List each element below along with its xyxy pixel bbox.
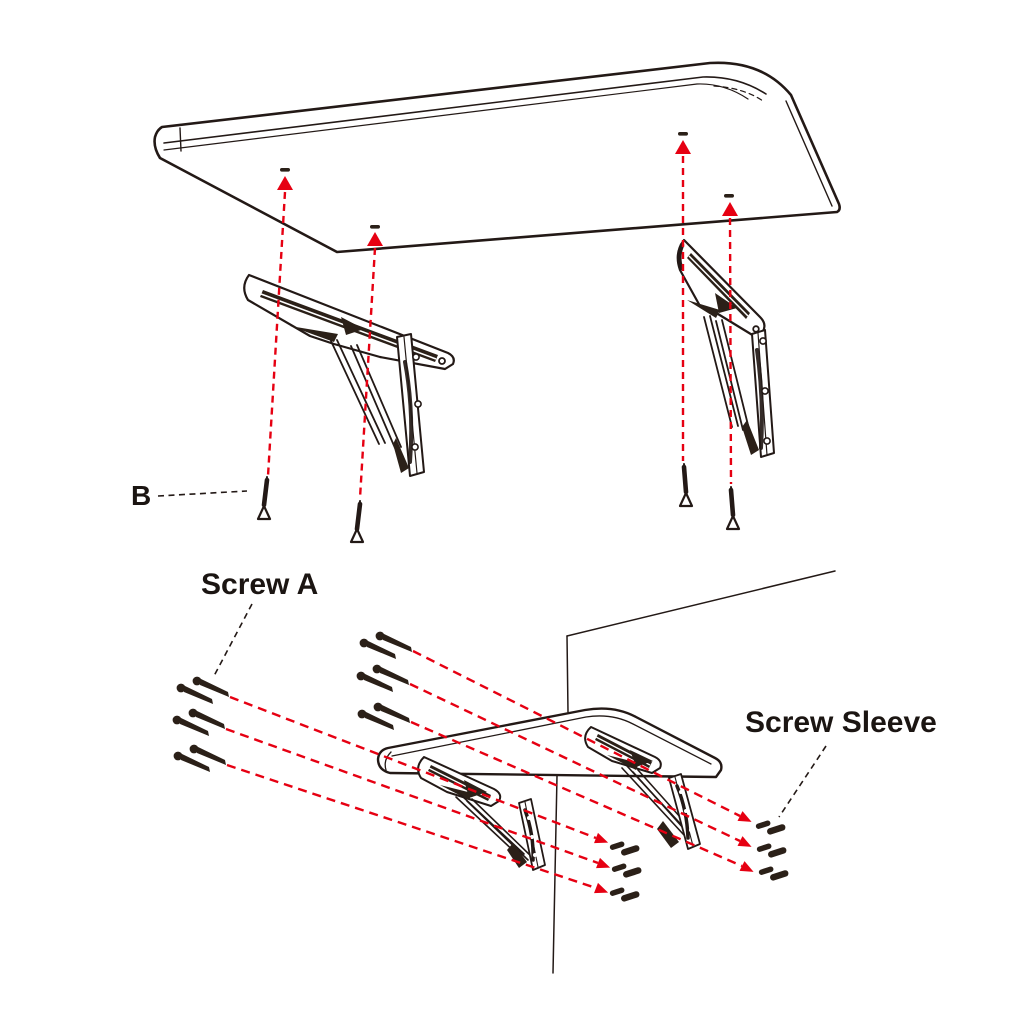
red-arrow-icon: [737, 811, 752, 822]
label-screw-a-leader: [213, 603, 253, 677]
screw-b-icon: [678, 463, 694, 508]
tabletop-corner-seam: [179, 127, 182, 152]
red-dashed-lines: [225, 649, 743, 890]
latch-icon: [341, 317, 364, 335]
screw-sleeve-icon: [609, 841, 640, 856]
wall-top-edge: [566, 570, 836, 637]
latch-icon: [630, 750, 653, 767]
screw-b-icon: [725, 486, 741, 531]
screw-a-pair: [357, 702, 410, 730]
bracket-strut2: [715, 319, 750, 431]
plate-foot: [657, 821, 679, 848]
plate-foot: [393, 438, 409, 473]
red-arrow-icon: [739, 861, 754, 872]
red-arrow-up-icon: [722, 202, 738, 216]
label-part-b: B: [131, 480, 151, 511]
red-arrow-icon: [737, 836, 752, 847]
release-lever-icon: [607, 755, 639, 770]
plate-hole: [414, 400, 422, 408]
screws-b: [256, 463, 741, 544]
screw-sleeves: [609, 820, 789, 902]
tabletop: [153, 61, 841, 254]
bracket-strut2: [350, 344, 402, 449]
bracket-strut: [703, 315, 739, 428]
screws-a: [172, 631, 412, 772]
plate-hole: [411, 443, 419, 451]
screw-b-icon: [349, 500, 365, 544]
alignment-guides-top: [266, 140, 738, 499]
red-arrow-up-icon: [367, 232, 383, 246]
plate-hole: [763, 437, 771, 445]
red-arrow-up-icon: [277, 176, 293, 190]
plate-hole: [684, 809, 688, 813]
plate-hole: [679, 790, 683, 794]
pilot-holes: [280, 132, 734, 229]
plate-hole: [527, 816, 531, 820]
shelf-cap-line: [384, 751, 392, 771]
bottom-assembly: Screw A Screw Sleeve: [172, 568, 937, 974]
screw-b-icon: [256, 476, 272, 521]
screw-sleeve-icon: [611, 863, 642, 878]
tabletop-edge-line2: [163, 83, 749, 151]
red-arrow-icon: [594, 882, 609, 894]
label-screw-sleeve-leader: [778, 745, 827, 818]
screw-sleeve-icon: [758, 866, 789, 881]
plate-hole: [689, 828, 693, 832]
red-arrow-icon: [594, 832, 609, 844]
latch-icon: [464, 780, 487, 798]
screw-sleeve-icon: [756, 843, 787, 858]
plate-foot: [742, 420, 759, 455]
tabletop-right-edge-inner: [785, 100, 833, 207]
mounted-bracket-right: [584, 726, 701, 850]
folding-bracket-right: [676, 238, 775, 458]
release-lever-icon: [440, 785, 472, 800]
shelf-inner-line: [391, 715, 712, 765]
screw-a-pair: [359, 631, 412, 659]
wall-vertical-edge: [552, 635, 569, 974]
screw-sleeve-icon: [755, 820, 786, 835]
arm-cap-shadow: [677, 242, 685, 271]
screw-sleeve-icon: [609, 887, 640, 902]
top-assembly: B: [131, 61, 841, 544]
screw-a-pair: [356, 664, 409, 692]
label-screw-sleeve: Screw Sleeve: [745, 706, 937, 739]
pivot-hole: [752, 325, 760, 333]
folded-leg-shadow: [755, 348, 764, 450]
screw-a-pair: [173, 744, 226, 772]
tabletop-edge-line: [163, 76, 767, 144]
plate-hole: [761, 387, 769, 395]
alignment-guides-bottom: [225, 649, 754, 894]
plate-foot: [507, 843, 527, 868]
release-lever-icon: [290, 326, 338, 342]
tabletop-hidden-edge: [713, 85, 764, 102]
folded-leg-shadow: [403, 360, 414, 464]
release-lever-icon: [687, 300, 720, 318]
label-screw-a: Screw A: [201, 568, 318, 601]
folded-leg-shadow: [523, 808, 535, 862]
plate-hole: [759, 337, 767, 345]
bracket-strut: [330, 339, 386, 445]
pivot-hole: [438, 357, 446, 365]
plate-hole: [412, 353, 420, 361]
plate-hole: [533, 853, 537, 857]
red-arrow-up-icon: [675, 140, 691, 154]
red-dashed-lines: [266, 156, 733, 499]
screw-a-pair: [172, 708, 225, 736]
label-b-leader: [157, 490, 248, 497]
red-arrow-icon: [596, 857, 611, 869]
screw-a-pair: [176, 676, 229, 704]
folding-bracket-left: [243, 273, 455, 477]
